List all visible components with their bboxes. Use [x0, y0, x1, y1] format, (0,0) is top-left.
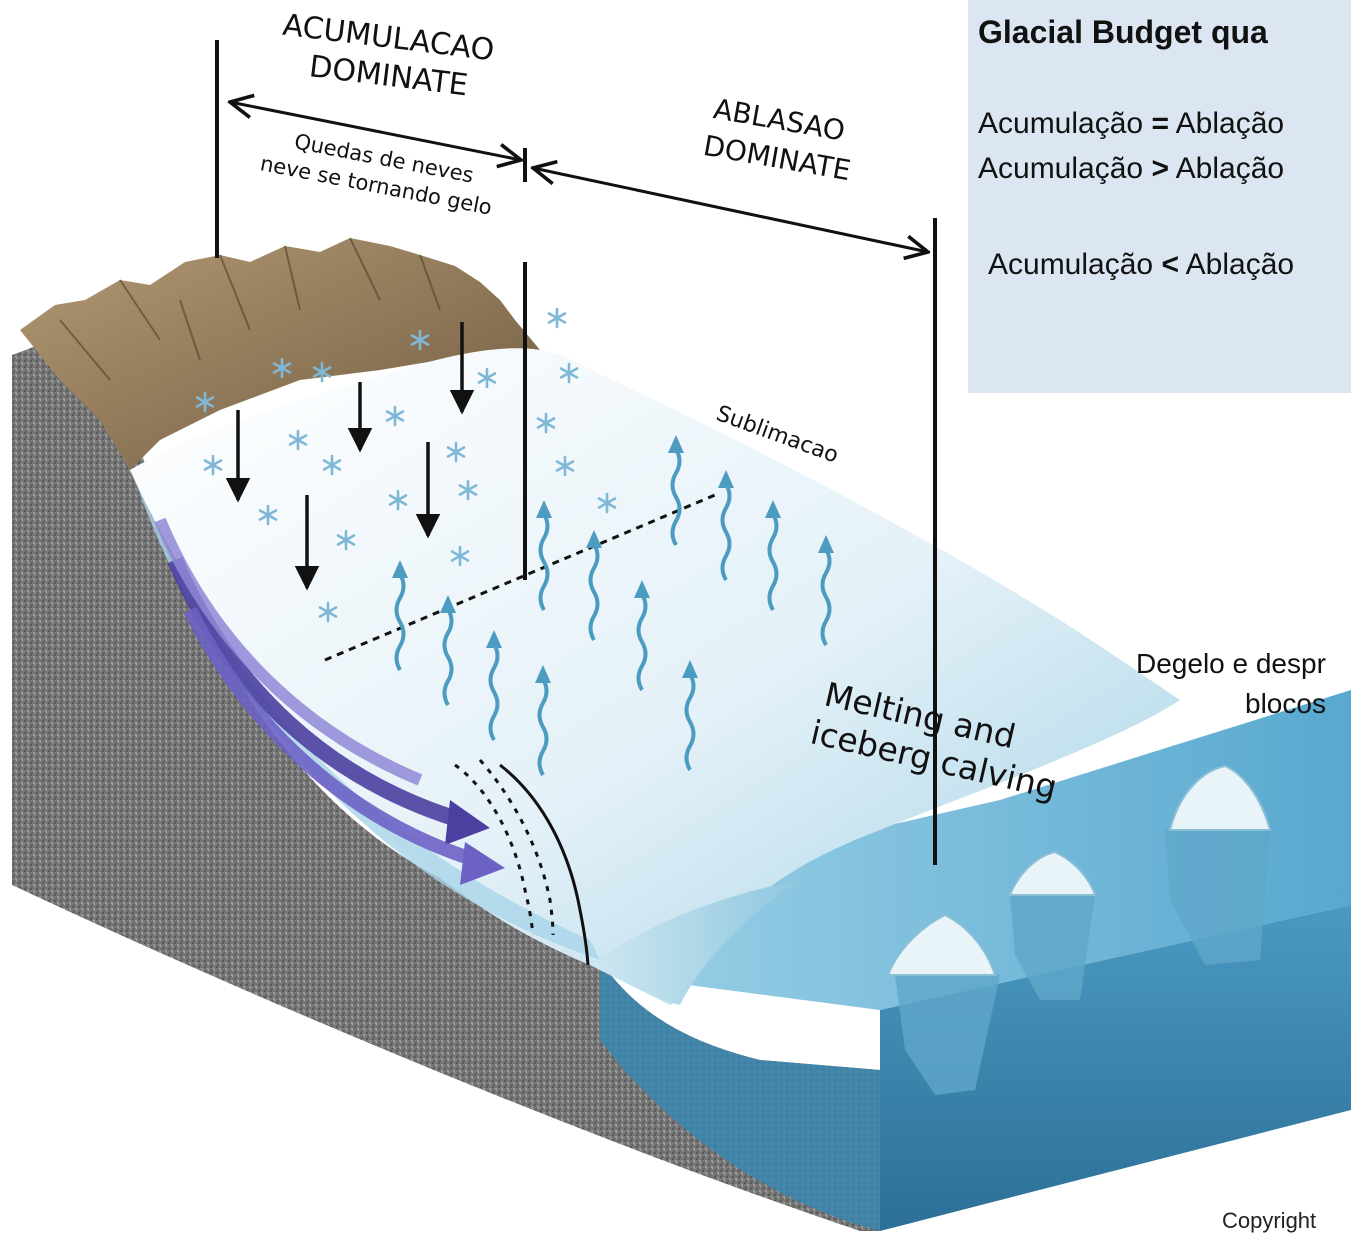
ablation-zone-arrow [533, 168, 928, 252]
degelo-label-line2: blocos [1245, 688, 1326, 719]
iceberg-icon [1008, 850, 1097, 1000]
accumulation-zone-label: ACUMULACAO DOMINATE [276, 8, 505, 108]
water-front-face [880, 905, 1351, 1231]
budget-row-greater: Acumulação > Ablação [978, 152, 1285, 185]
glacial-budget-title: Glacial Budget qua [978, 14, 1268, 50]
budget-row-less: Acumulação < Ablação [988, 248, 1295, 281]
ice-flow-arrows [154, 517, 505, 885]
iceberg-icon [1165, 764, 1272, 965]
mountain-range [20, 238, 540, 470]
snowfall-arrows [225, 322, 475, 591]
flow-arrow-icon [183, 606, 478, 867]
ablation-zone-label: ABLASAO DOMINATE [701, 91, 860, 187]
snowfall-label: Quedas de neves neve se tornando gelo [258, 124, 499, 220]
degelo-label-line1: Degelo e despr [1136, 648, 1326, 679]
water-top [560, 690, 1351, 1010]
flow-arrow-icon [154, 517, 423, 786]
accumulation-zone-arrow [230, 102, 521, 160]
equilibrium-line [324, 493, 716, 662]
copyright-text: Copyright [1222, 1208, 1317, 1233]
iceberg-icon [886, 913, 1000, 1095]
terminus-dotted-line-2 [478, 759, 555, 936]
glacial-budget-panel: Glacial Budget qua Acumulação = Ablação … [968, 0, 1351, 393]
flow-arrow-icon [167, 556, 463, 828]
budget-row-equal: Acumulação = Ablação [978, 107, 1285, 140]
water-side-face [600, 960, 880, 1231]
terminus-solid-line [499, 763, 590, 966]
snowflake-icon [547, 307, 567, 329]
icebergs [886, 764, 1272, 1095]
glacier-front-face [590, 880, 800, 1005]
mountain-ridges [59, 237, 441, 381]
glacier-ice-body [130, 348, 1180, 1005]
